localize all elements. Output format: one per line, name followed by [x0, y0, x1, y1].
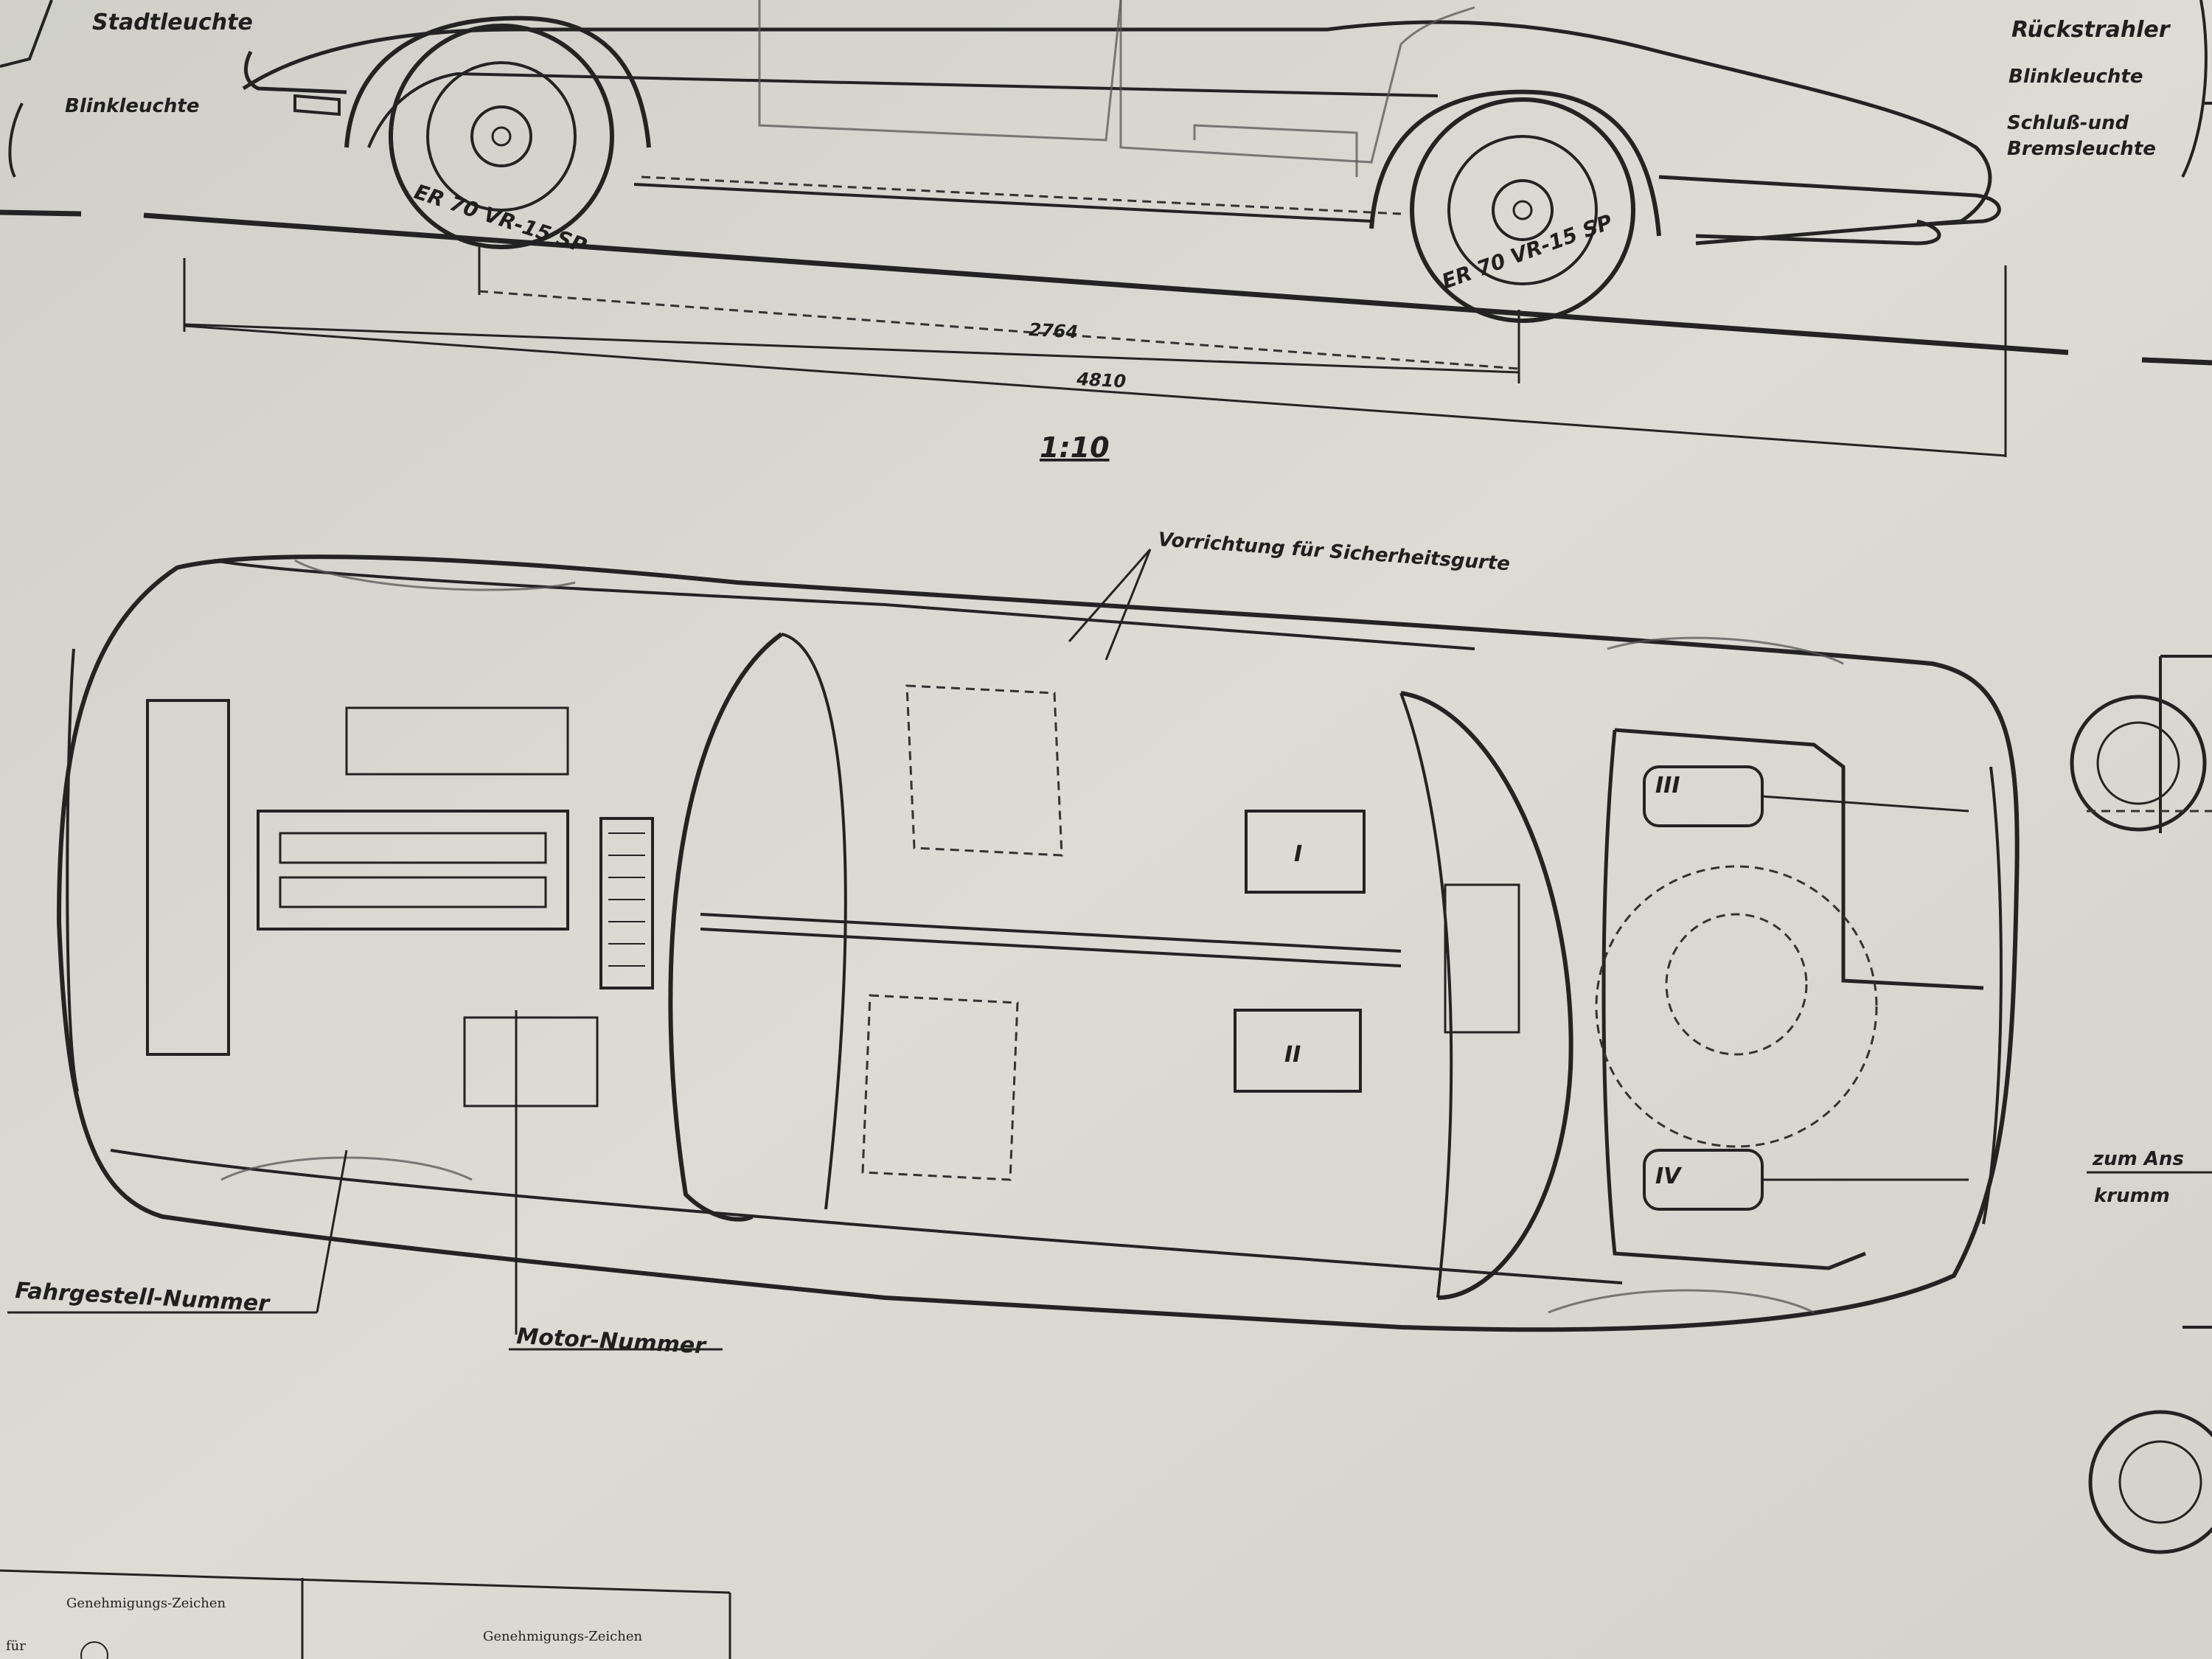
label-blinkleuchte-rear: Blinkleuchte: [2008, 66, 2143, 88]
label-schluss-line2: Bremsleuchte: [2007, 138, 2156, 160]
label-blinkleuchte-front: Blinkleuchte: [65, 95, 199, 117]
right-edge-label-1: zum Ans: [2092, 1148, 2184, 1170]
label-stadtleuchte: Stadtleuchte: [92, 10, 253, 35]
label-rueckstrahler: Rückstrahler: [2011, 17, 2171, 43]
approval-cell-2: Genehmigungs-Zeichen: [483, 1629, 642, 1644]
approval-small-text: für: [6, 1638, 26, 1654]
side-view-drawing: [0, 0, 2212, 457]
roman-numeral-4: IV: [1655, 1164, 1683, 1189]
scale-label: 1:10: [1040, 431, 1110, 464]
roman-numeral-3: III: [1655, 773, 1680, 799]
wheelbase-dimension: 2764: [1029, 319, 1079, 342]
right-edge-drawing: [2070, 655, 2212, 1554]
overall-length-dimension: 4810: [1076, 369, 1127, 392]
roman-numeral-2: II: [1284, 1042, 1301, 1068]
right-edge-label-2: krumm: [2094, 1185, 2170, 1207]
approval-table: [0, 1569, 731, 1659]
roman-numeral-1: I: [1294, 841, 1302, 867]
approval-cell-1: Genehmigungs-Zeichen: [66, 1596, 226, 1611]
label-schluss-line1: Schluß-und: [2007, 112, 2129, 134]
top-view-drawing: [7, 549, 2020, 1351]
